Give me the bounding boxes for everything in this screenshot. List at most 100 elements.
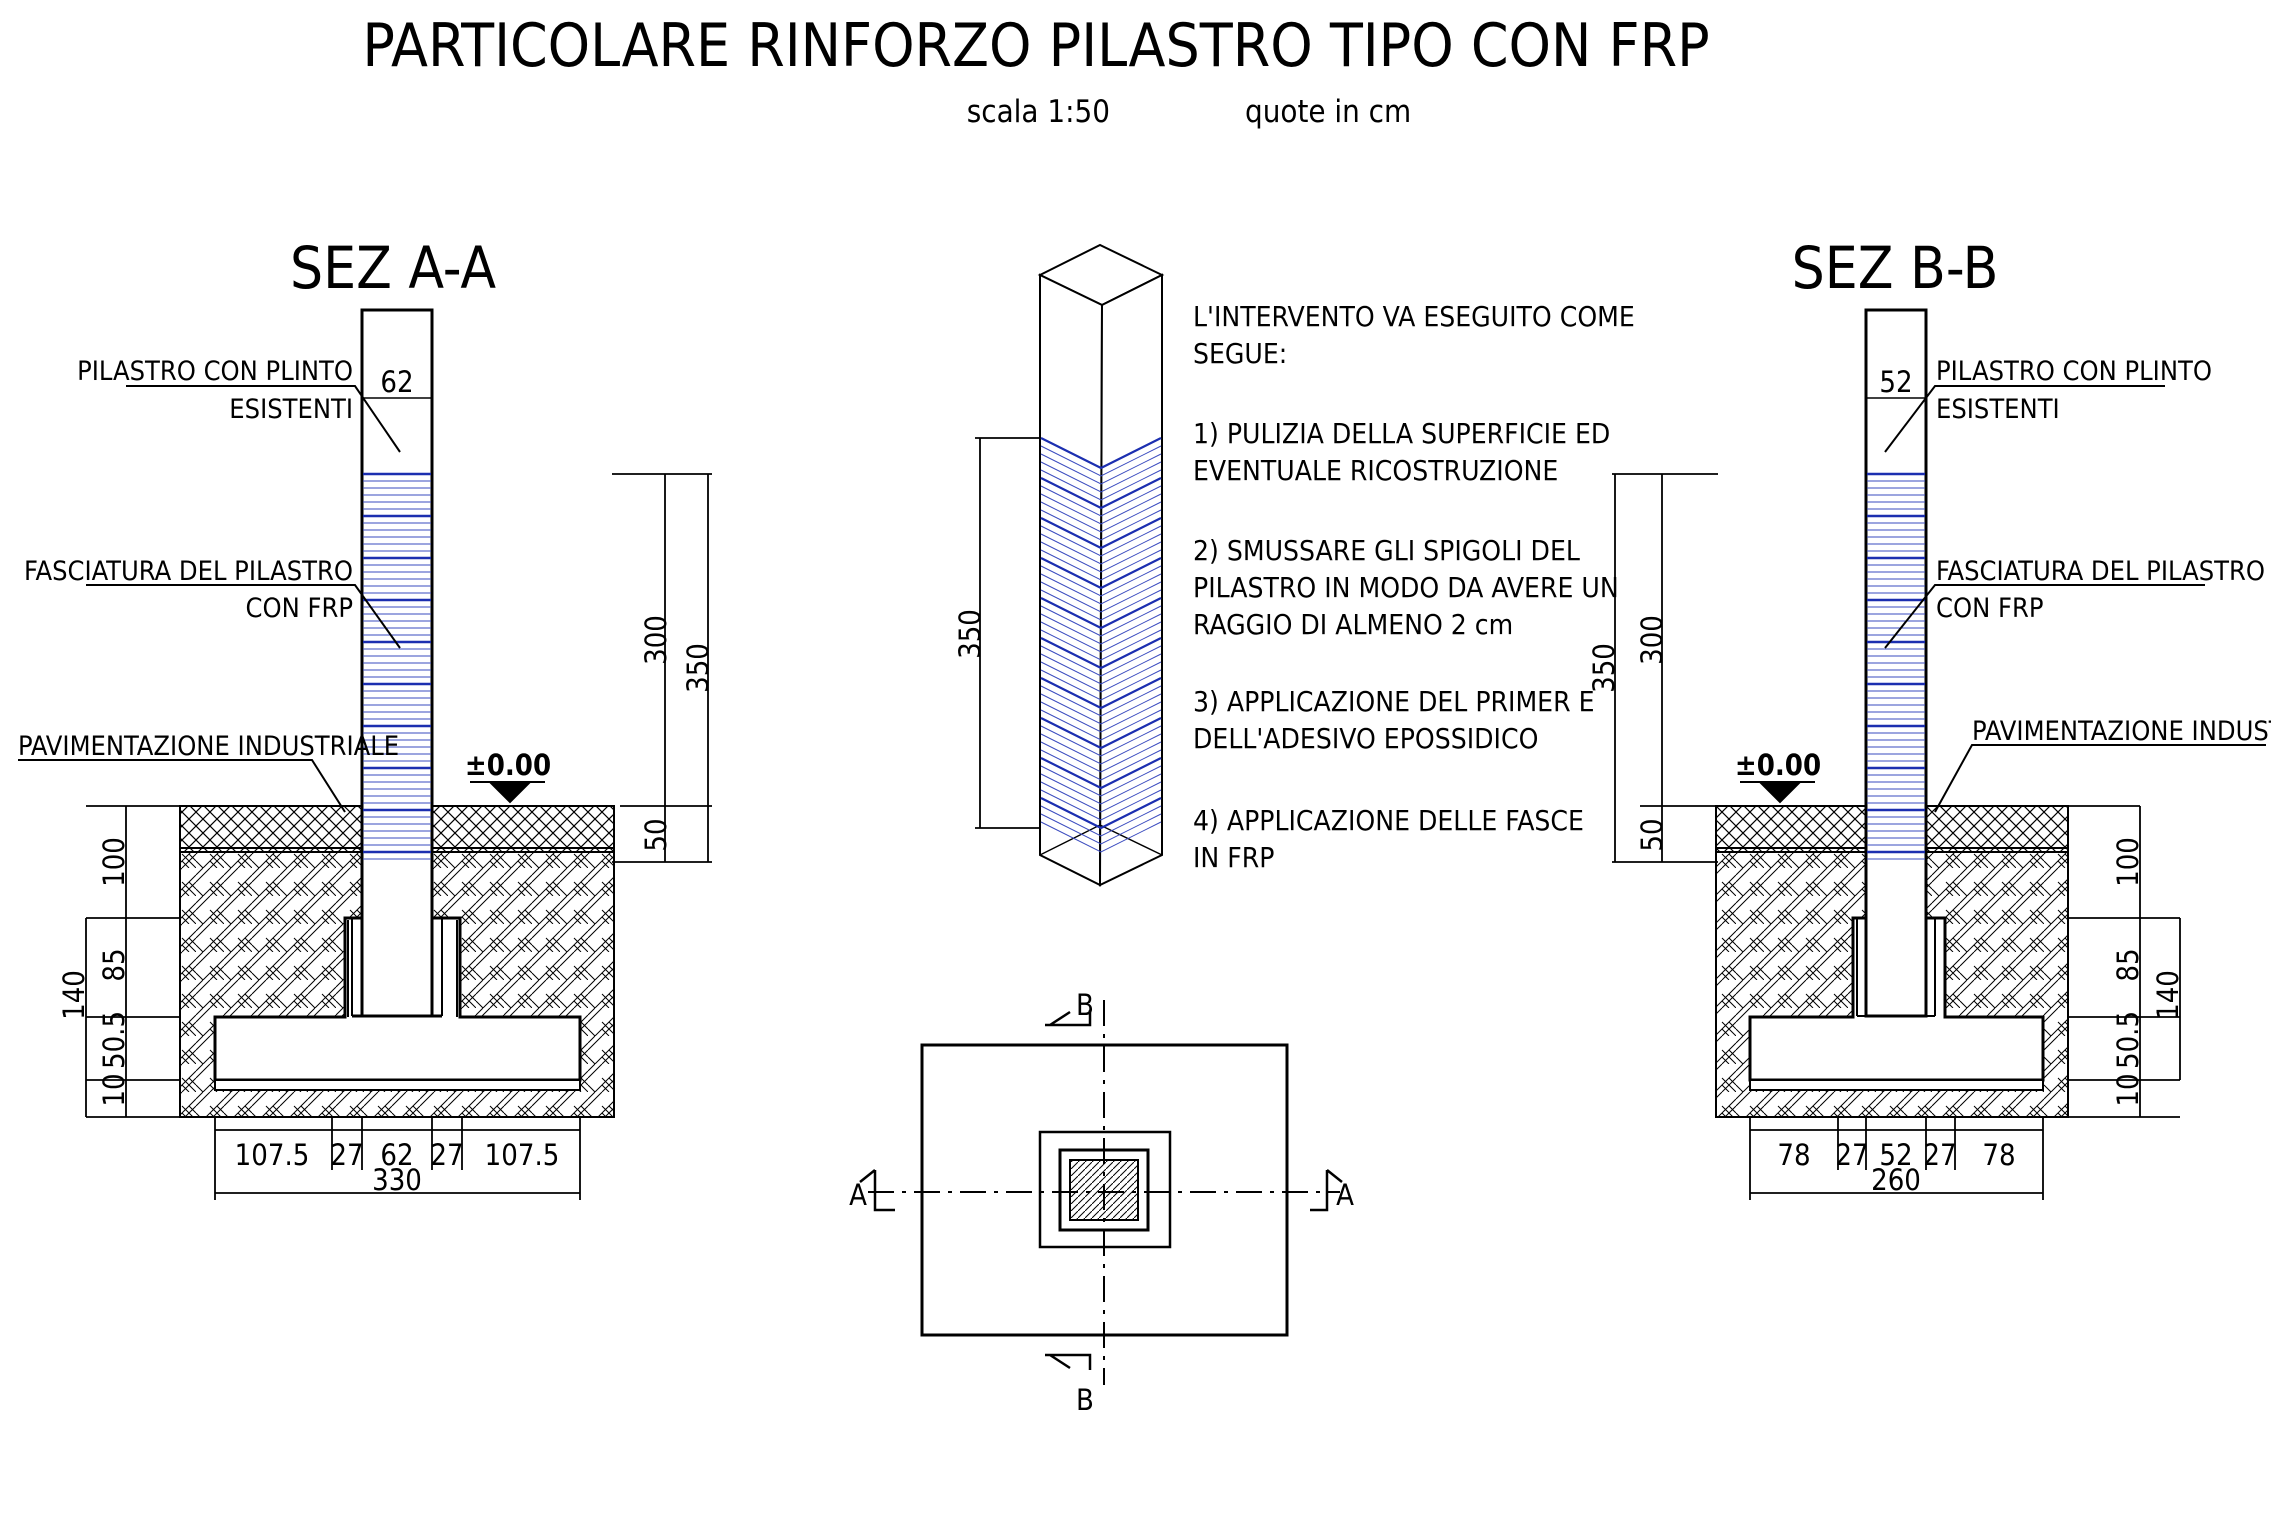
section-aa-title: SEZ A-A: [290, 234, 496, 302]
label-column-2: ESISTENTI: [229, 394, 353, 425]
dim-lines-left-bb: [1612, 473, 1718, 863]
frp-band-chevron: [1040, 717, 1162, 750]
frp-wrap-axo: [1040, 437, 1162, 853]
axo-dim-350: 350: [953, 609, 987, 659]
dim-350: 350: [681, 643, 715, 693]
frp-band-chevron: [1040, 661, 1162, 693]
level-mark: ±0.00: [465, 748, 551, 782]
label-floor: PAVIMENTAZIONE INDUSTRIALE: [18, 731, 399, 762]
dim-lines-right: [612, 473, 712, 863]
frp-band-chevron: [1040, 765, 1162, 797]
step3-2: DELL'ADESIVO EPOSSIDICO: [1193, 722, 1538, 755]
dim-10: 10: [97, 1073, 131, 1106]
frp-band-chevron: [1040, 757, 1162, 790]
axo-dim-line: [975, 437, 1040, 829]
frp-band-chevron: [1040, 469, 1162, 501]
column-socket-bb: [1856, 918, 1936, 1017]
dim-b4: 27: [430, 1138, 463, 1172]
axo-right-face: [1098, 273, 1163, 887]
dim-column-width: 62: [380, 365, 413, 399]
frp-wrap-aa: [363, 472, 431, 860]
dim-column-width-bb: 52: [1879, 365, 1912, 399]
label-wrap-bb-2: CON FRP: [1936, 593, 2043, 624]
section-aa: SEZ A-A PILASTRO CON PLINTO ESISTENTI 62…: [18, 234, 715, 1200]
frp-band-chevron: [1040, 621, 1162, 653]
step2-3: RAGGIO DI ALMENO 2 cm: [1193, 608, 1513, 641]
dim-50-bb: 50: [1635, 818, 1669, 851]
label-column-bb-2: ESISTENTI: [1936, 394, 2060, 425]
frp-band-chevron: [1040, 749, 1162, 781]
frp-band-chevron: [1040, 573, 1162, 605]
label-wrap-bb: FASCIATURA DEL PILASTRO: [1936, 556, 2265, 587]
dim-bb4: 27: [1923, 1138, 1956, 1172]
frp-band-chevron: [1040, 653, 1162, 685]
frp-band-chevron: [1040, 541, 1162, 573]
frp-band-chevron: [1040, 669, 1162, 701]
leader-wrap: [86, 584, 401, 649]
dim-140: 140: [57, 970, 91, 1020]
frp-wrap-bb: [1867, 472, 1925, 860]
dim-300-bb: 300: [1635, 615, 1669, 665]
plan-view: A A B B: [849, 988, 1354, 1417]
drawing-title: PARTICOLARE RINFORZO PILASTRO TIPO CON F…: [362, 11, 1709, 81]
frp-band-chevron: [1040, 813, 1162, 845]
frp-band-chevron: [1040, 453, 1162, 485]
dim-lines-bottom-bb: [1749, 1117, 2044, 1200]
level-triangle: [470, 781, 545, 804]
frp-band-chevron: [1040, 533, 1162, 565]
dim-300: 300: [639, 615, 673, 665]
frp-band-chevron: [1040, 685, 1162, 717]
step1-1: 1) PULIZIA DELLA SUPERFICIE ED: [1193, 417, 1610, 450]
frp-band-chevron: [1040, 701, 1162, 733]
leader-column-bb: [1884, 385, 2165, 453]
footing-collar-edge: [347, 920, 458, 1017]
dim-bb1: 78: [1777, 1138, 1810, 1172]
cut-marker-b-bottom: [1045, 1353, 1092, 1370]
frp-band-chevron: [1040, 693, 1162, 725]
cut-marker-a-left: [859, 1169, 895, 1212]
label-wrap-2: CON FRP: [246, 593, 353, 624]
frp-band-chevron: [1040, 597, 1162, 630]
frp-band-chevron: [1040, 501, 1162, 533]
cut-marker-b-top: [1045, 1010, 1092, 1027]
cut-label-a-right: A: [1336, 1178, 1354, 1212]
level-triangle-bb: [1740, 781, 1815, 804]
dim-b3: 62: [380, 1138, 413, 1172]
cut-marker-a-right: [1310, 1169, 1343, 1212]
dim-85-bb: 85: [2111, 948, 2145, 981]
instructions: L'INTERVENTO VA ESEGUITO COME SEGUE: 1) …: [1193, 300, 1635, 874]
section-bb: SEZ B-B PILASTRO CON PLINTO ESISTENTI 52…: [1587, 234, 2271, 1200]
leader-floor: [18, 759, 346, 813]
scale-note: scala 1:50: [967, 94, 1110, 130]
level-mark-bb: ±0.00: [1735, 748, 1821, 782]
frp-band-chevron: [1040, 525, 1162, 557]
frp-band-chevron: [1040, 629, 1162, 661]
leader-wrap-bb: [1884, 584, 2205, 649]
step4-2: IN FRP: [1193, 841, 1274, 874]
label-wrap: FASCIATURA DEL PILASTRO: [24, 556, 353, 587]
dim-lines-right-bb: [2068, 805, 2181, 1118]
dim-50-5-bb: 50.5: [2111, 1011, 2145, 1069]
axo-left-face: [1039, 273, 1104, 887]
dim-lines-left: [85, 805, 180, 1118]
frp-band-chevron: [1040, 477, 1162, 510]
dim-bb3: 52: [1879, 1138, 1912, 1172]
label-column: PILASTRO CON PLINTO: [77, 356, 353, 387]
frp-band-chevron: [1040, 677, 1162, 710]
step2-1: 2) SMUSSARE GLI SPIGOLI DEL: [1193, 534, 1580, 567]
dim-bb5: 78: [1982, 1138, 2015, 1172]
frp-band-chevron: [1040, 557, 1162, 590]
intro-1: L'INTERVENTO VA ESEGUITO COME: [1193, 300, 1635, 333]
dim-10-bb: 10: [2111, 1073, 2145, 1106]
frp-band-chevron: [1040, 581, 1162, 613]
dim-85: 85: [97, 948, 131, 981]
frp-band-chevron: [1040, 637, 1162, 670]
dim-b2: 27: [330, 1138, 363, 1172]
label-floor-bb: PAVIMENTAZIONE INDUSTRIALE: [1972, 716, 2271, 747]
frp-band-chevron: [1040, 645, 1162, 677]
column-axonometric: 350: [953, 243, 1165, 887]
frp-band-chevron: [1040, 589, 1162, 621]
frp-band-chevron: [1040, 613, 1162, 645]
frp-band-chevron: [1040, 445, 1162, 477]
